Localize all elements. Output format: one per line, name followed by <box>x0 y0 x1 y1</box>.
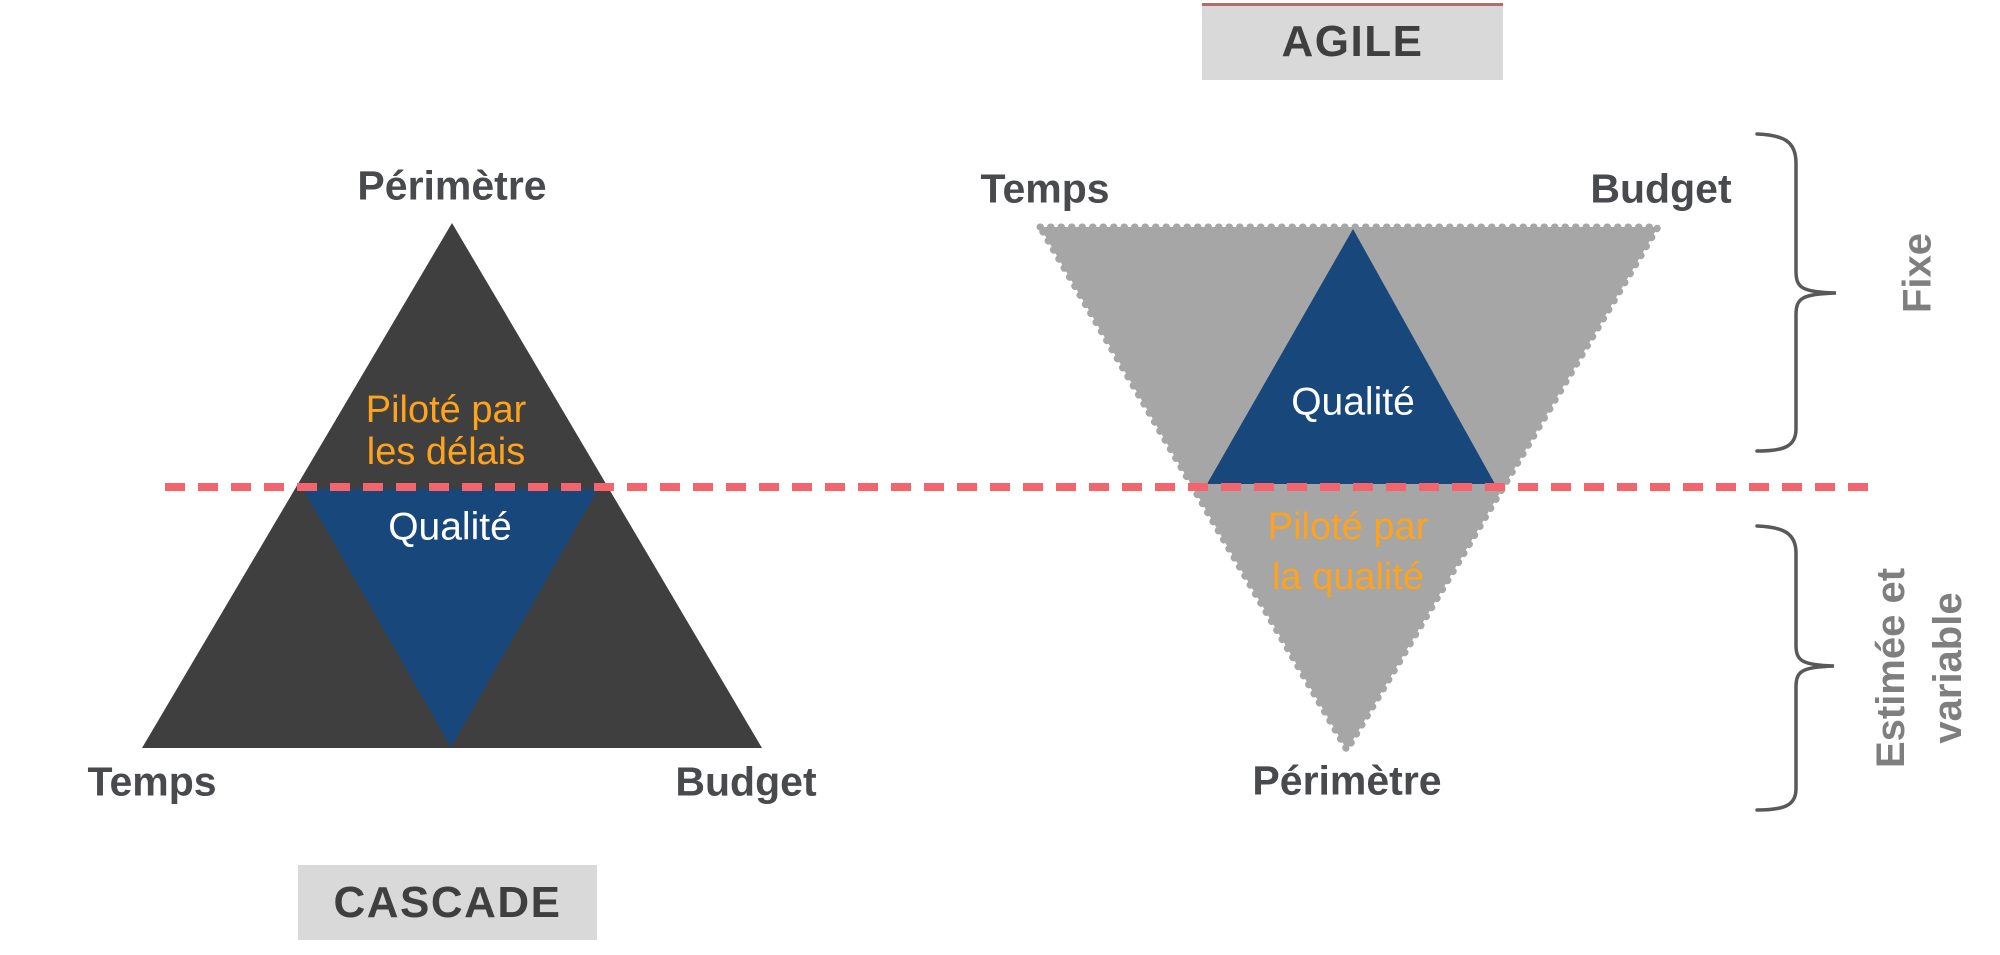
agile-budget-label: Budget <box>1590 165 1732 212</box>
agile-badge-top-line <box>1202 3 1503 6</box>
variable-annotation-line2: variable <box>1926 592 1970 744</box>
agile-driven-label-line1: Piloté par <box>1267 506 1429 548</box>
fixed-brace <box>1755 132 1837 453</box>
agile-quality-label: Qualité <box>1291 380 1415 424</box>
agile-time-label: Temps <box>980 165 1110 212</box>
variable-annotation-line1: Estimée et <box>1869 567 1913 769</box>
agile-badge: AGILE <box>1202 3 1503 80</box>
cascade-driven-label-line1: Piloté par <box>365 389 527 431</box>
variable-brace <box>1755 524 1835 812</box>
agile-quality-triangle-shape <box>1207 229 1495 484</box>
cascade-quality-label: Qualité <box>388 505 512 549</box>
cascade-budget-label: Budget <box>675 758 817 805</box>
cascade-triangle-shape <box>142 223 762 748</box>
agile-driven-label-line2: la qualité <box>1271 556 1425 598</box>
cascade-badge: CASCADE <box>298 865 597 940</box>
agile-badge-label: AGILE <box>1281 16 1424 66</box>
cascade-quality-triangle-shape <box>303 489 598 747</box>
cascade-time-label: Temps <box>87 758 217 805</box>
cascade-scope-label: Périmètre <box>357 162 547 209</box>
variable-annotation: Estimée et variable <box>1863 568 1977 768</box>
fixed-annotation: Fixe <box>1895 232 1940 314</box>
agile-scope-label: Périmètre <box>1252 757 1442 804</box>
cascade-badge-label: CASCADE <box>333 877 562 927</box>
cascade-driven-label-line2: les délais <box>366 431 526 473</box>
